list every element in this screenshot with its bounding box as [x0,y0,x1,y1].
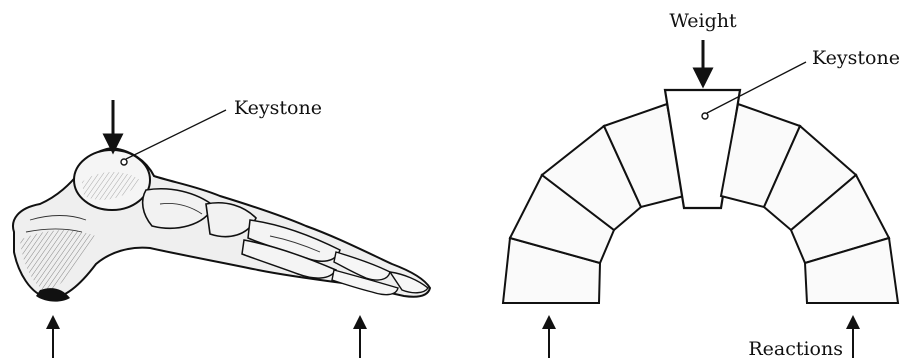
arch-keystone-point [702,113,708,119]
stone-arch [503,90,898,303]
arch-weight-label: Weight [669,10,737,32]
foot-skeleton-illustration [13,148,430,302]
arch-keystone-leader [707,62,806,113]
arch-keystone-label: Keystone [812,47,900,69]
foot-keystone-leader [126,110,226,159]
foot-keystone-label: Keystone [234,97,322,119]
arch-reactions-label: Reactions [748,338,843,358]
foot-keystone-point [121,159,127,165]
